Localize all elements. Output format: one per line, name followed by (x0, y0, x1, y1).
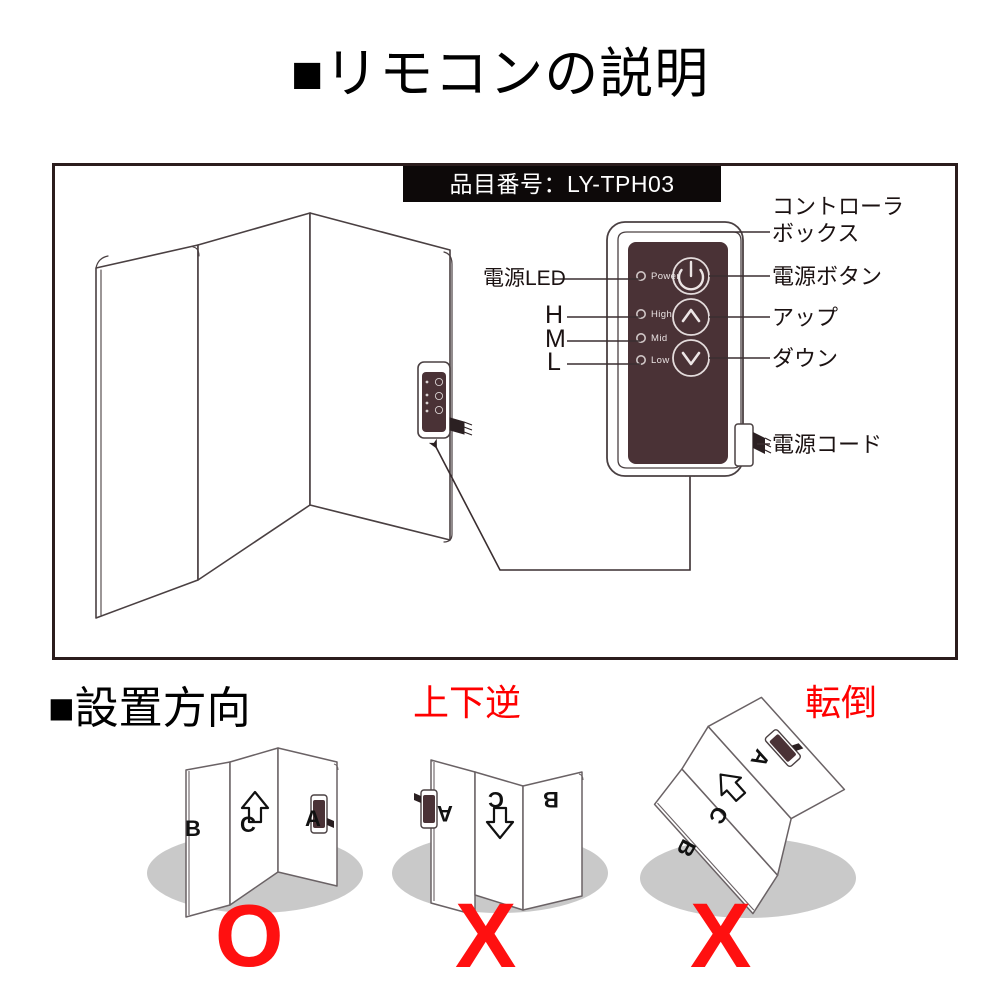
example-upside-down-letter-b: B (543, 787, 559, 812)
led-label-high: High (651, 309, 673, 320)
installation-section-heading: ■設置方向 (48, 684, 251, 733)
label-up-button: アップ (772, 305, 839, 330)
label-controller-box-line1: コントローラ (772, 194, 905, 219)
example-tipped-letter-a: A (745, 745, 776, 772)
example-upside-down-letter-c: C (488, 787, 504, 812)
example-upside-down-letter-a: A (437, 801, 453, 826)
example-tipped-letter-b: B (671, 835, 702, 862)
label-power-button: 電源ボタン (772, 264, 883, 289)
example-tipped-letter-c: C (703, 802, 734, 829)
down-arrow-icon (485, 806, 515, 840)
label-power-cord: 電源コード (772, 432, 883, 457)
controller-mini-upside-down (414, 789, 438, 829)
part-number-banner: 品目番号：LY-TPH03 (403, 166, 721, 202)
verdict-mark-correct: O (215, 886, 284, 985)
warning-label-tipped-over: 転倒 (805, 682, 878, 723)
label-low-led: L (547, 348, 561, 376)
warning-label-upside-down: 上下逆 (413, 682, 522, 723)
label-power-led: 電源LED (483, 267, 566, 290)
verdict-mark-upside-down: X (455, 885, 517, 987)
tilted-arrow-icon (719, 773, 747, 802)
label-down-button: ダウン (772, 346, 839, 371)
example-correct-letter-b: B (185, 816, 201, 841)
example-correct-letter-c: C (240, 812, 256, 837)
label-high-led: H (545, 301, 564, 329)
page-title: ■リモコンの説明 (290, 44, 710, 104)
example-correct-letter-a: A (305, 806, 321, 831)
led-label-low: Low (651, 355, 670, 366)
label-controller-box-line2: ボックス (772, 221, 860, 246)
led-label-mid: Mid (651, 333, 668, 344)
label-mid-led: M (545, 325, 566, 353)
led-label-power: Power (651, 271, 680, 282)
verdict-mark-tipped-over: X (690, 885, 752, 987)
